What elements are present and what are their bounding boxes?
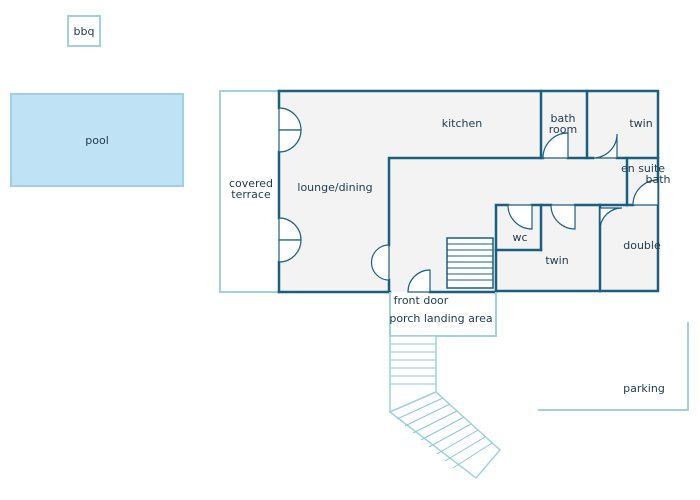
internal-stairs [446, 237, 494, 289]
bathroom-label-1: bath [550, 112, 575, 125]
pool [10, 93, 184, 187]
ensuite-door [632, 179, 659, 206]
front-door-label: front door [394, 294, 449, 307]
wc-label: wc [512, 231, 527, 244]
bbq-label: bbq [74, 25, 95, 38]
front-door [407, 269, 431, 293]
porch-outline [389, 292, 497, 337]
twin-mid-door [550, 204, 576, 230]
twin-mid-label: twin [545, 254, 568, 267]
terrace-door-south [278, 217, 302, 263]
parking-outline [538, 322, 689, 411]
double-door [599, 207, 623, 231]
pool-label: pool [85, 134, 109, 147]
lounge-dining-label: lounge/dining [297, 181, 372, 194]
external-stairs [388, 335, 502, 480]
covered-terrace-outline [219, 90, 279, 293]
ensuite-label-2: bath [645, 173, 670, 186]
bathroom-door [542, 132, 569, 159]
ensuite-label-1: en suite [621, 162, 665, 175]
terrace-door-north [278, 107, 302, 153]
lounge-curved-door [370, 244, 390, 281]
covered-terrace-label-2: terrace [231, 188, 271, 201]
twin-top-door [592, 133, 618, 159]
double-label: double [623, 239, 661, 252]
wc-door [507, 204, 533, 230]
kitchen-south-wall [387, 156, 545, 247]
parking-label: parking [623, 382, 665, 395]
twin-top-label: twin [629, 117, 652, 130]
covered-terrace-label-1: covered [229, 177, 273, 190]
porch-label: porch landing area [389, 312, 492, 325]
wc-walls [494, 203, 510, 293]
bbq-box [67, 15, 101, 47]
kitchen-label: kitchen [442, 117, 483, 130]
bathroom-label-2: room [549, 123, 577, 136]
